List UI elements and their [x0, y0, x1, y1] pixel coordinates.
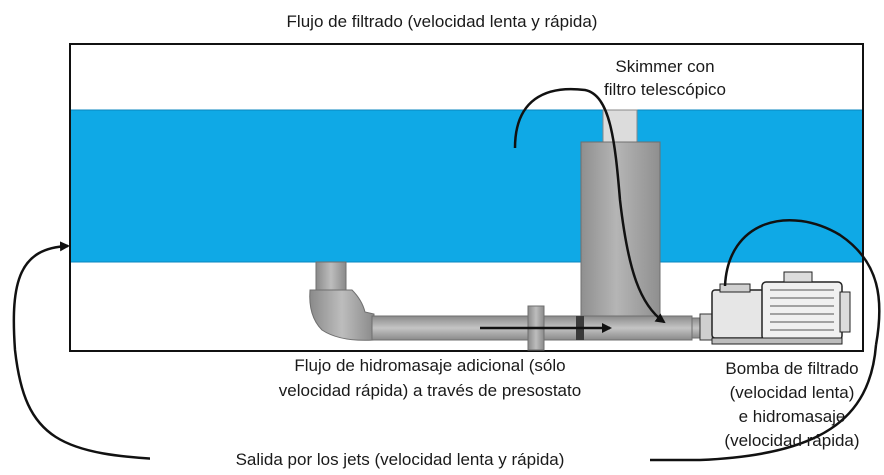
filter-pump [699, 271, 851, 345]
pump-outlet-curve [723, 219, 881, 346]
skimmer-label-line2: filtro telescópico [604, 80, 726, 99]
top-flow-label: Flujo de filtrado (velocidad lenta y ráp… [286, 12, 598, 31]
pool-water [71, 110, 862, 262]
hydro-label-line2: velocidad rápida) a través de presostato [278, 381, 582, 400]
jets-outlet-label: Salida por los jets (velocidad lenta y r… [150, 449, 650, 471]
pump-label-line1: Bomba de filtrado [725, 359, 859, 378]
pump-label-line4: (velocidad rápida) [724, 431, 860, 450]
pump-label-line3: e hidromasaje [738, 407, 846, 426]
filtration-flow-curve [513, 87, 666, 324]
skimmer-label-line1: Skimmer con [615, 57, 715, 76]
hydro-label-line1: Flujo de hidromasaje adicional (sólo [294, 356, 566, 375]
pipe-elbow [309, 289, 375, 341]
pump-label-line2: (velocidad lenta) [729, 383, 855, 402]
jets-return-line [12, 241, 878, 462]
skimmer-body [580, 141, 661, 323]
